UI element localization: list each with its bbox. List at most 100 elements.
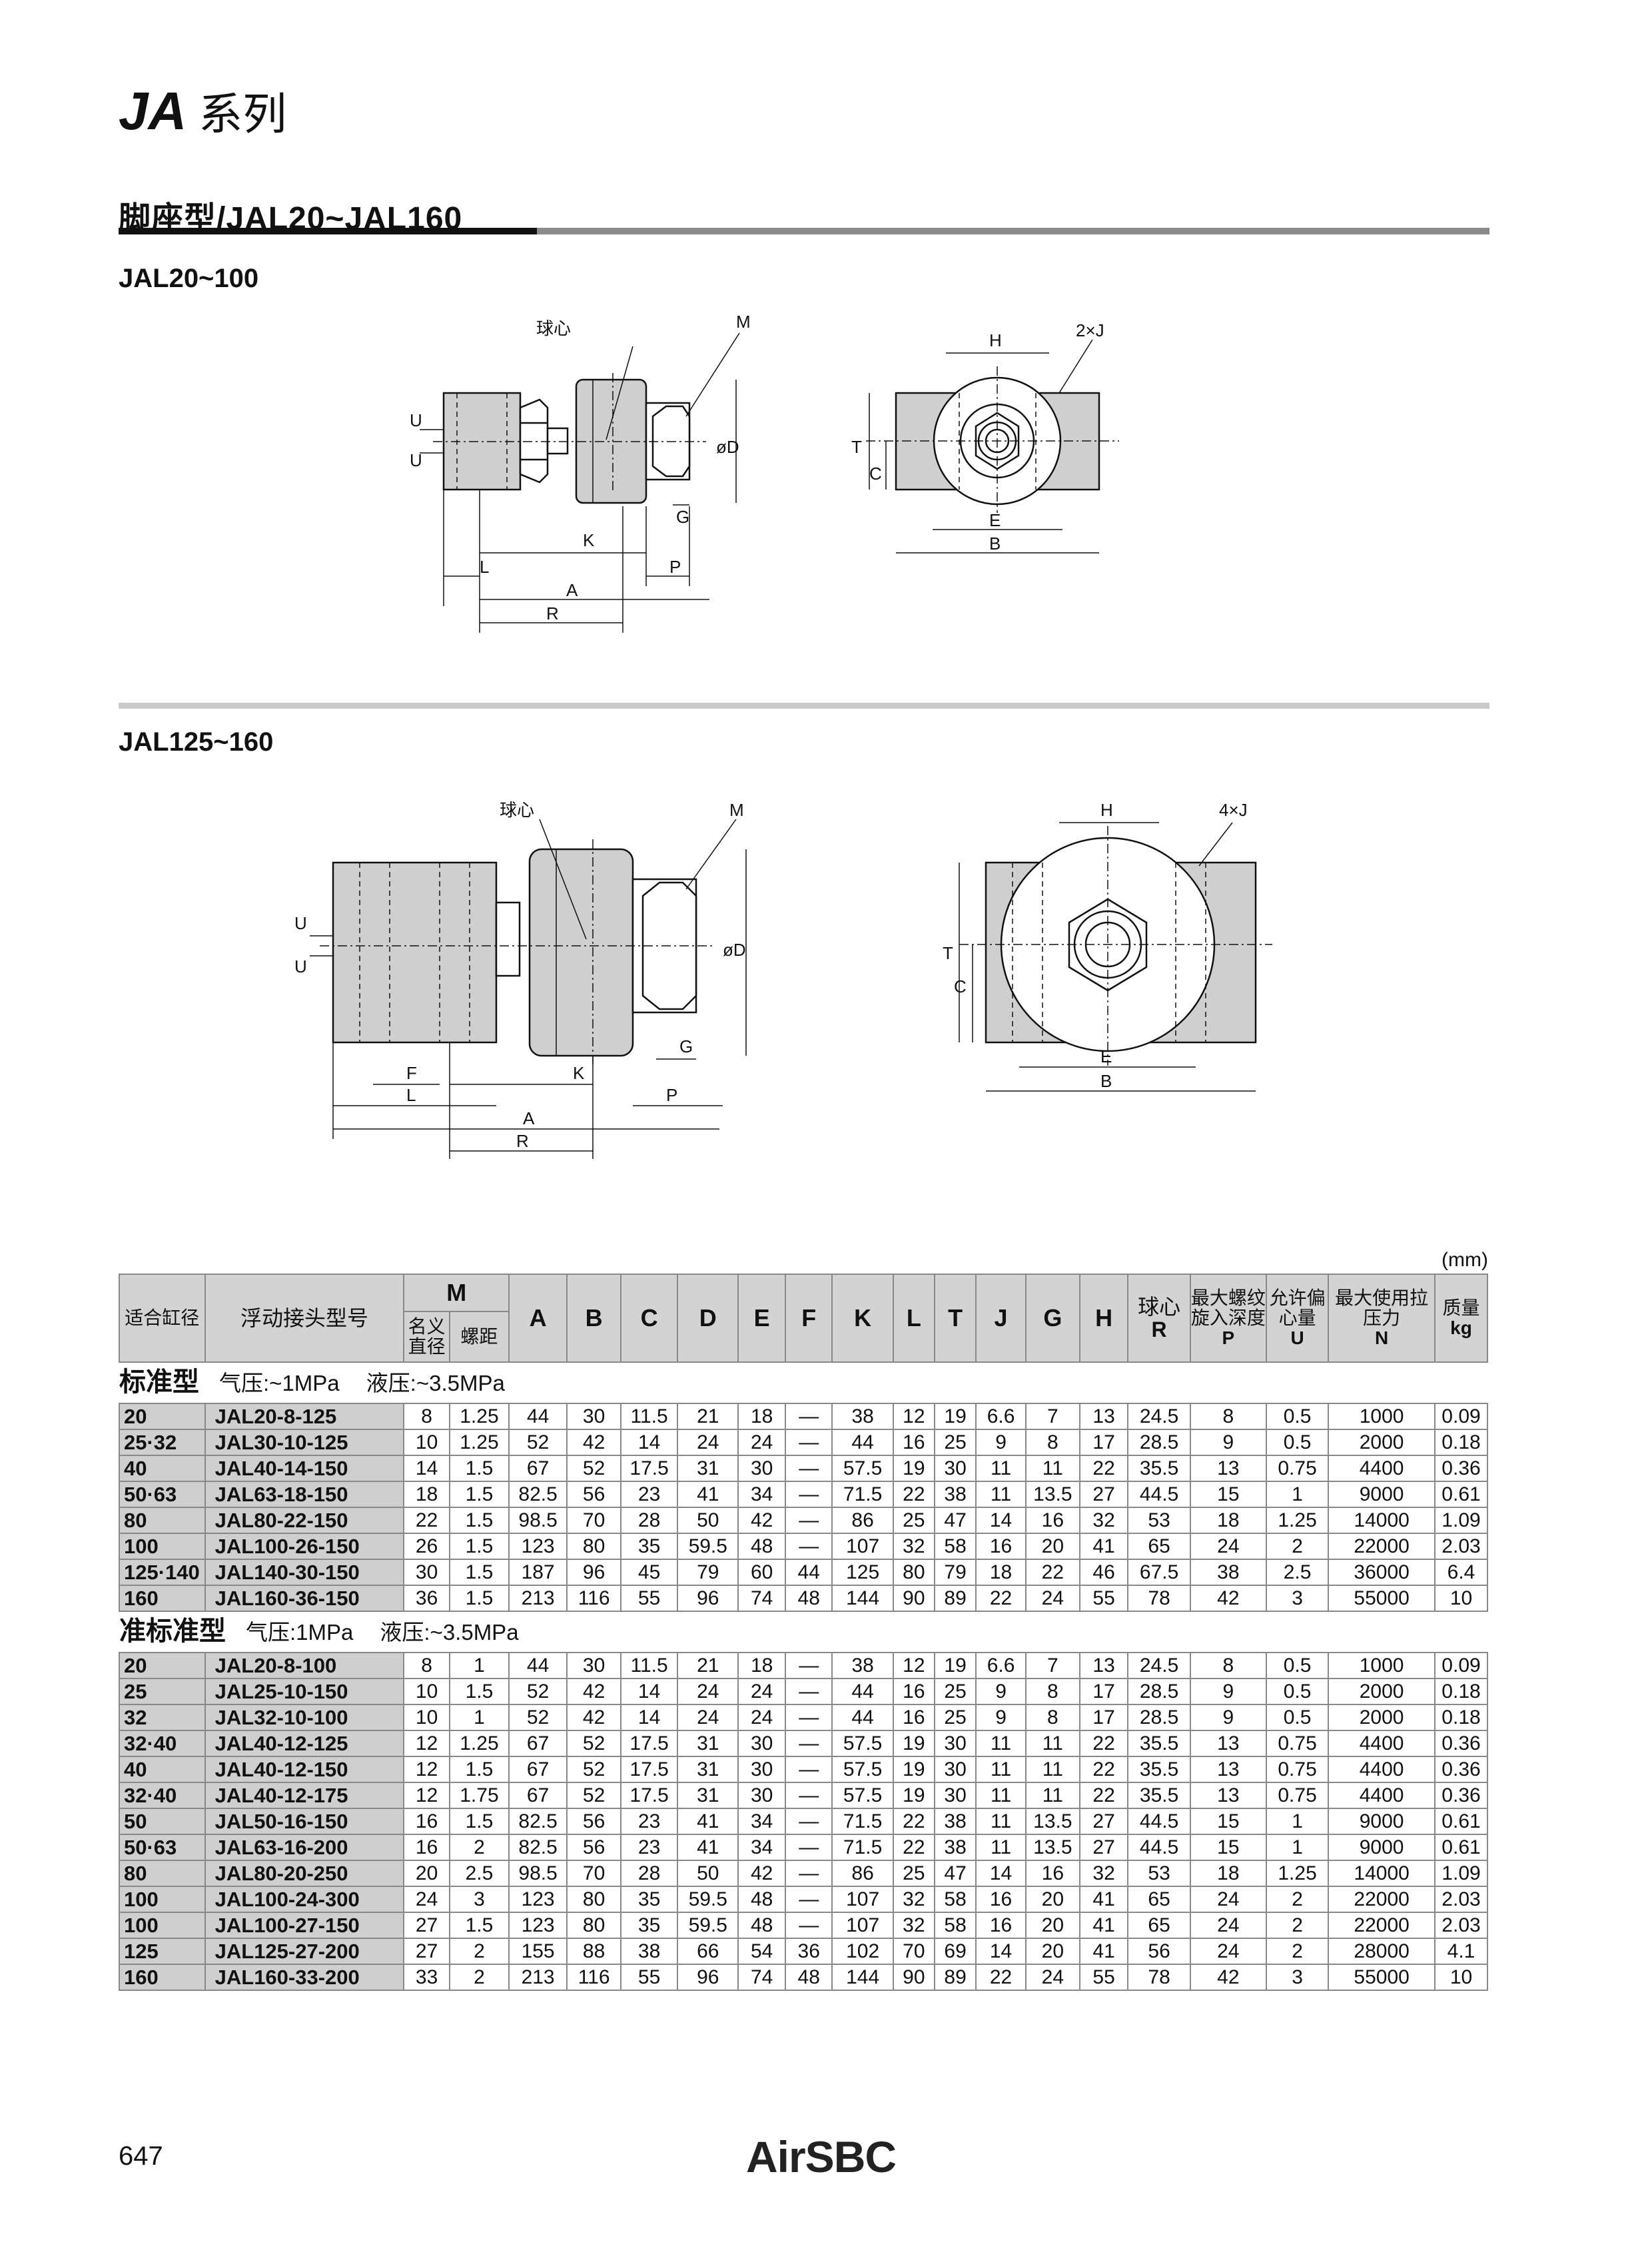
table-cell: 13 (1189, 1756, 1267, 1783)
table-cell: 58 (933, 1886, 977, 1913)
table-cell: 48 (784, 1964, 833, 1991)
table-cell: 11 (975, 1455, 1027, 1482)
series-suffix: 系列 (199, 89, 287, 139)
table-cell: 16 (1025, 1860, 1080, 1887)
table-cell: 30 (566, 1652, 622, 1679)
table-cell: 1000 (1328, 1403, 1436, 1430)
table-cell: 9000 (1328, 1808, 1436, 1835)
table-cell: 32 (892, 1912, 935, 1939)
table-cell: 33 (403, 1964, 450, 1991)
table-cell: 11 (1025, 1455, 1080, 1482)
table-cell: 11 (975, 1808, 1027, 1835)
table-cell: 123 (508, 1912, 568, 1939)
table-cell: 2.5 (448, 1860, 510, 1887)
label-m-2: M (729, 800, 744, 820)
table-cell: 6.6 (975, 1652, 1027, 1679)
spec-table: 适合缸径 浮动接头型号 M A B C D E F K L T J G H 球心… (119, 1274, 1488, 1991)
table-cell: 80 (566, 1912, 622, 1939)
table-cell: 34 (737, 1481, 786, 1508)
table-cell: 78 (1127, 1585, 1191, 1612)
table-cell: 1.5 (448, 1455, 510, 1482)
table-cell: 1000 (1328, 1652, 1436, 1679)
table-cell: 2.03 (1434, 1533, 1488, 1560)
hex-nut (519, 398, 549, 484)
table-cell: 9 (975, 1429, 1027, 1456)
table-cell: 18 (403, 1481, 450, 1508)
table-cell: 16 (403, 1808, 450, 1835)
table-cell: 52 (508, 1704, 568, 1731)
table-cell: 24 (1025, 1964, 1080, 1991)
label-e-2: E (1100, 1046, 1112, 1066)
table-cell: 42 (1189, 1964, 1267, 1991)
table-cell: 90 (892, 1585, 935, 1612)
table-cell: 0.5 (1265, 1403, 1330, 1430)
label-b-2: B (1100, 1071, 1112, 1091)
table-cell: 1.5 (448, 1912, 510, 1939)
table-cell: 32·40 (119, 1782, 206, 1809)
th-n-sym: N (1375, 1327, 1389, 1348)
table-cell: 8 (403, 1652, 450, 1679)
table-cell: 4.1 (1434, 1938, 1488, 1965)
table-cell: 25 (119, 1678, 206, 1705)
table-cell: 19 (892, 1756, 935, 1783)
table-cell: 16 (892, 1678, 935, 1705)
table-cell: 1.5 (448, 1533, 510, 1560)
table-cell: 30 (566, 1403, 622, 1430)
table-cell: — (784, 1730, 833, 1757)
table-cell: 82.5 (508, 1834, 568, 1861)
table-cell: 17.5 (620, 1756, 679, 1783)
label-a: A (566, 580, 578, 600)
table-cell: — (784, 1429, 833, 1456)
table-cell: 80 (119, 1860, 206, 1887)
table-cell: 78 (1127, 1964, 1191, 1991)
table-cell: 2 (1265, 1938, 1330, 1965)
table-cell: 66 (677, 1938, 739, 1965)
table-cell: JAL40-12-175 (204, 1782, 405, 1809)
table-cell: 18 (1189, 1860, 1267, 1887)
table-cell: 14 (620, 1429, 679, 1456)
table-cell: 12 (403, 1756, 450, 1783)
group-air-pressure: 气压:~1MPa (219, 1371, 340, 1395)
table-cell: 86 (831, 1507, 894, 1534)
label-e: E (989, 510, 1001, 530)
table-cell: 27 (1078, 1481, 1129, 1508)
table-cell: 24 (677, 1678, 739, 1705)
table-cell: 44.5 (1127, 1481, 1191, 1508)
table-cell: 14000 (1328, 1507, 1436, 1534)
table-cell: 18 (737, 1403, 786, 1430)
table-cell: JAL25-10-150 (204, 1678, 405, 1705)
table-cell: 10 (403, 1429, 450, 1456)
table-cell: 52 (566, 1756, 622, 1783)
table-cell: 35.5 (1127, 1782, 1191, 1809)
table-cell: 18 (975, 1559, 1027, 1586)
table-cell: 0.61 (1434, 1834, 1488, 1861)
table-cell: JAL20-8-100 (204, 1652, 405, 1679)
table-cell: 30 (933, 1782, 977, 1809)
table-cell: 56 (566, 1481, 622, 1508)
table-cell: 44 (831, 1429, 894, 1456)
table-cell: 35.5 (1127, 1730, 1191, 1757)
table-cell: 19 (892, 1782, 935, 1809)
label-t-2: T (943, 943, 953, 963)
table-cell: 12 (403, 1730, 450, 1757)
label-d-2: øD (723, 940, 746, 960)
table-cell: 0.5 (1265, 1678, 1330, 1705)
table-cell: JAL125-27-200 (204, 1938, 405, 1965)
th-kg-top: 质量 (1442, 1298, 1480, 1318)
table-cell: 44 (831, 1704, 894, 1731)
table-cell: 15 (1189, 1808, 1267, 1835)
th-e: E (737, 1274, 786, 1363)
table-cell: 32·40 (119, 1730, 206, 1757)
table-cell: 24 (1189, 1938, 1267, 1965)
table-cell: 22 (892, 1481, 935, 1508)
table-cell: 1.5 (448, 1808, 510, 1835)
table-cell: 0.5 (1265, 1704, 1330, 1731)
table-cell: 13.5 (1025, 1834, 1080, 1861)
table-cell: 71.5 (831, 1481, 894, 1508)
